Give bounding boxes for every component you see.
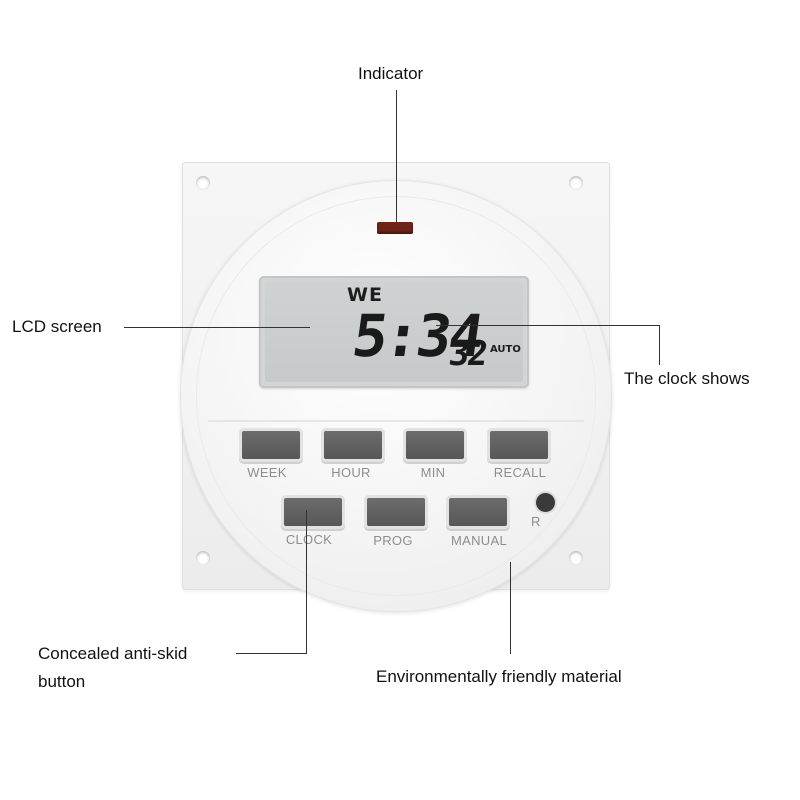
week-label: WEEK <box>247 465 287 480</box>
mounting-hole-bottom-left <box>196 551 210 565</box>
min-button[interactable] <box>406 431 464 459</box>
face-divider <box>208 420 584 422</box>
indicator-led <box>377 222 413 234</box>
lcd-screen-callout: LCD screen <box>12 317 102 336</box>
anti-skid-callout-line1: Concealed anti-skid <box>38 644 188 663</box>
anti-skid-leader-h <box>236 653 306 654</box>
hour-button[interactable] <box>324 431 382 459</box>
reset-button[interactable] <box>536 493 555 512</box>
material-leader-line <box>510 562 511 654</box>
prog-button[interactable] <box>367 498 425 526</box>
lcd-seconds: 32 <box>446 334 489 374</box>
week-button[interactable] <box>242 431 300 459</box>
indicator-callout: Indicator <box>358 64 424 83</box>
indicator-leader-line <box>396 90 397 222</box>
recall-button[interactable] <box>490 431 548 459</box>
clock-shows-callout: The clock shows <box>624 369 750 388</box>
lcd-day: WE <box>347 284 383 306</box>
material-callout: Environmentally friendly material <box>376 667 622 686</box>
anti-skid-leader-v <box>306 510 307 654</box>
lcd-screen-leader-line <box>124 327 310 328</box>
clock-shows-leader-h <box>436 325 659 326</box>
reset-label: R <box>531 514 541 529</box>
anti-skid-callout-line2: button <box>38 672 86 691</box>
clock-button[interactable] <box>284 498 342 526</box>
lcd-screen: WE 5:34 32 AUTO <box>265 282 523 382</box>
mounting-hole-top-left <box>196 176 210 190</box>
manual-button[interactable] <box>449 498 507 526</box>
prog-label: PROG <box>373 533 413 548</box>
mounting-hole-top-right <box>569 176 583 190</box>
mounting-hole-bottom-right <box>569 551 583 565</box>
device-front-face <box>180 180 612 612</box>
hour-label: HOUR <box>331 465 371 480</box>
clock-label: CLOCK <box>285 532 333 547</box>
min-label: MIN <box>420 465 446 480</box>
lcd-mode: AUTO <box>490 344 521 355</box>
clock-shows-leader-v <box>659 325 660 365</box>
recall-label: RECALL <box>493 465 547 480</box>
manual-label: MANUAL <box>451 533 507 548</box>
